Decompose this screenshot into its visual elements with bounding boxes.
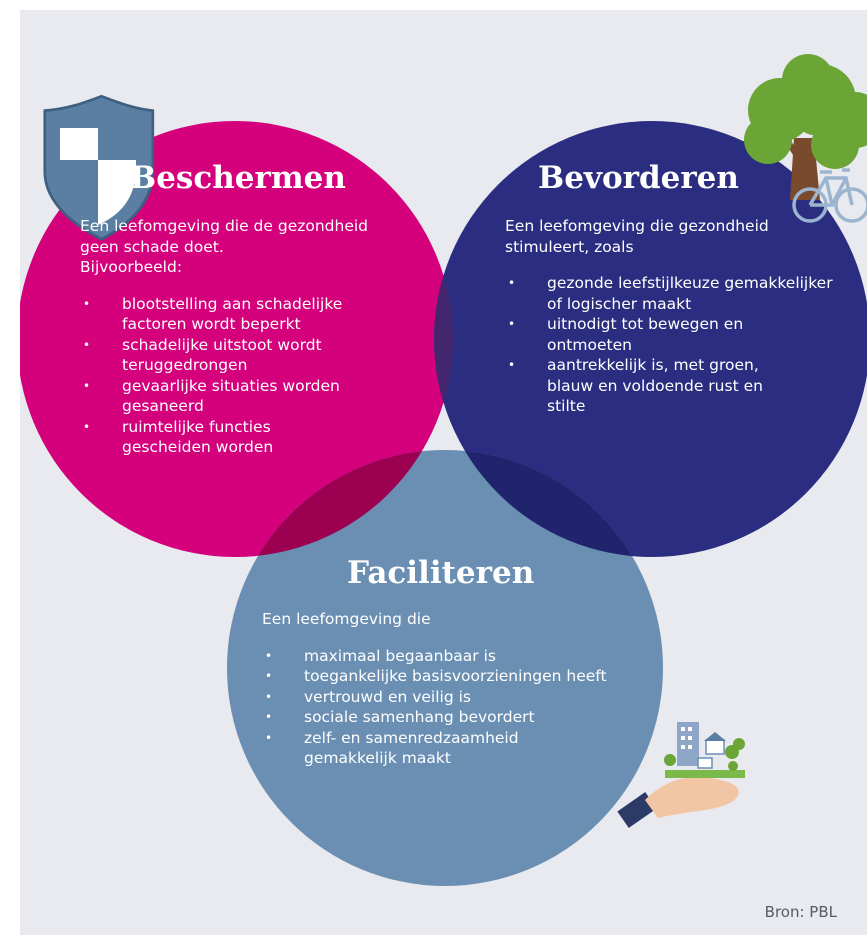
beschermen-intro-line: geen schade doet. xyxy=(80,237,224,256)
list-item: blootstelling aan schadelijke factoren w… xyxy=(80,294,362,335)
faciliteren-title: Faciliteren xyxy=(347,555,535,591)
list-item: gevaarlijke situaties worden gesaneerd xyxy=(80,376,352,417)
diagram-panel: Beschermen Een leefomgeving die de gezon… xyxy=(20,10,867,935)
faciliteren-intro-line: Een leefomgeving die xyxy=(262,610,431,628)
beschermen-text: Een leefomgeving die de gezondheid geen … xyxy=(80,216,410,458)
bevorderen-intro-line: stimuleert, zoals xyxy=(505,237,634,256)
tree-bicycle-icon xyxy=(744,54,867,223)
list-item: vertrouwd en veilig is xyxy=(262,687,642,708)
shield-icon xyxy=(43,94,155,241)
faciliteren-list: maximaal begaanbaar is toegankelijke bas… xyxy=(262,646,642,769)
bevorderen-title: Bevorderen xyxy=(538,160,739,196)
bevorderen-list: gezonde leefstijlkeuze gemakkelijker of … xyxy=(505,273,833,417)
beschermen-intro-line: Een leefomgeving die de gezondheid xyxy=(80,217,369,235)
beschermen-list: blootstelling aan schadelijke factoren w… xyxy=(80,294,410,458)
list-item: gezonde leefstijlkeuze gemakkelijker of … xyxy=(505,273,837,314)
list-item: maximaal begaanbaar is xyxy=(262,646,642,667)
faciliteren-text: Een leefomgeving die maximaal begaanbaar… xyxy=(262,609,642,769)
beschermen-intro-line: Bijvoorbeeld: xyxy=(80,258,183,276)
source-label: Bron: PBL xyxy=(764,903,837,921)
list-item: zelf- en samenredzaamheid gemakkelijk ma… xyxy=(262,728,564,769)
list-item: aantrekkelijk is, met groen, blauw en vo… xyxy=(505,355,797,417)
list-item: uitnodigt tot bewegen en ontmoeten xyxy=(505,314,777,355)
beschermen-title: Beschermen xyxy=(130,160,346,196)
venn-diagram xyxy=(20,54,867,886)
list-item: sociale samenhang bevordert xyxy=(262,707,642,728)
list-item: toegankelijke basisvoorzieningen heeft xyxy=(262,666,642,687)
list-item: schadelijke uitstoot wordt teruggedronge… xyxy=(80,335,362,376)
list-item: ruimtelijke functies gescheiden worden xyxy=(80,417,312,458)
bevorderen-text: Een leefomgeving die gezondheid stimulee… xyxy=(505,216,833,417)
hand-city-icon xyxy=(617,722,745,828)
bevorderen-intro-line: Een leefomgeving die gezondheid xyxy=(505,217,769,235)
